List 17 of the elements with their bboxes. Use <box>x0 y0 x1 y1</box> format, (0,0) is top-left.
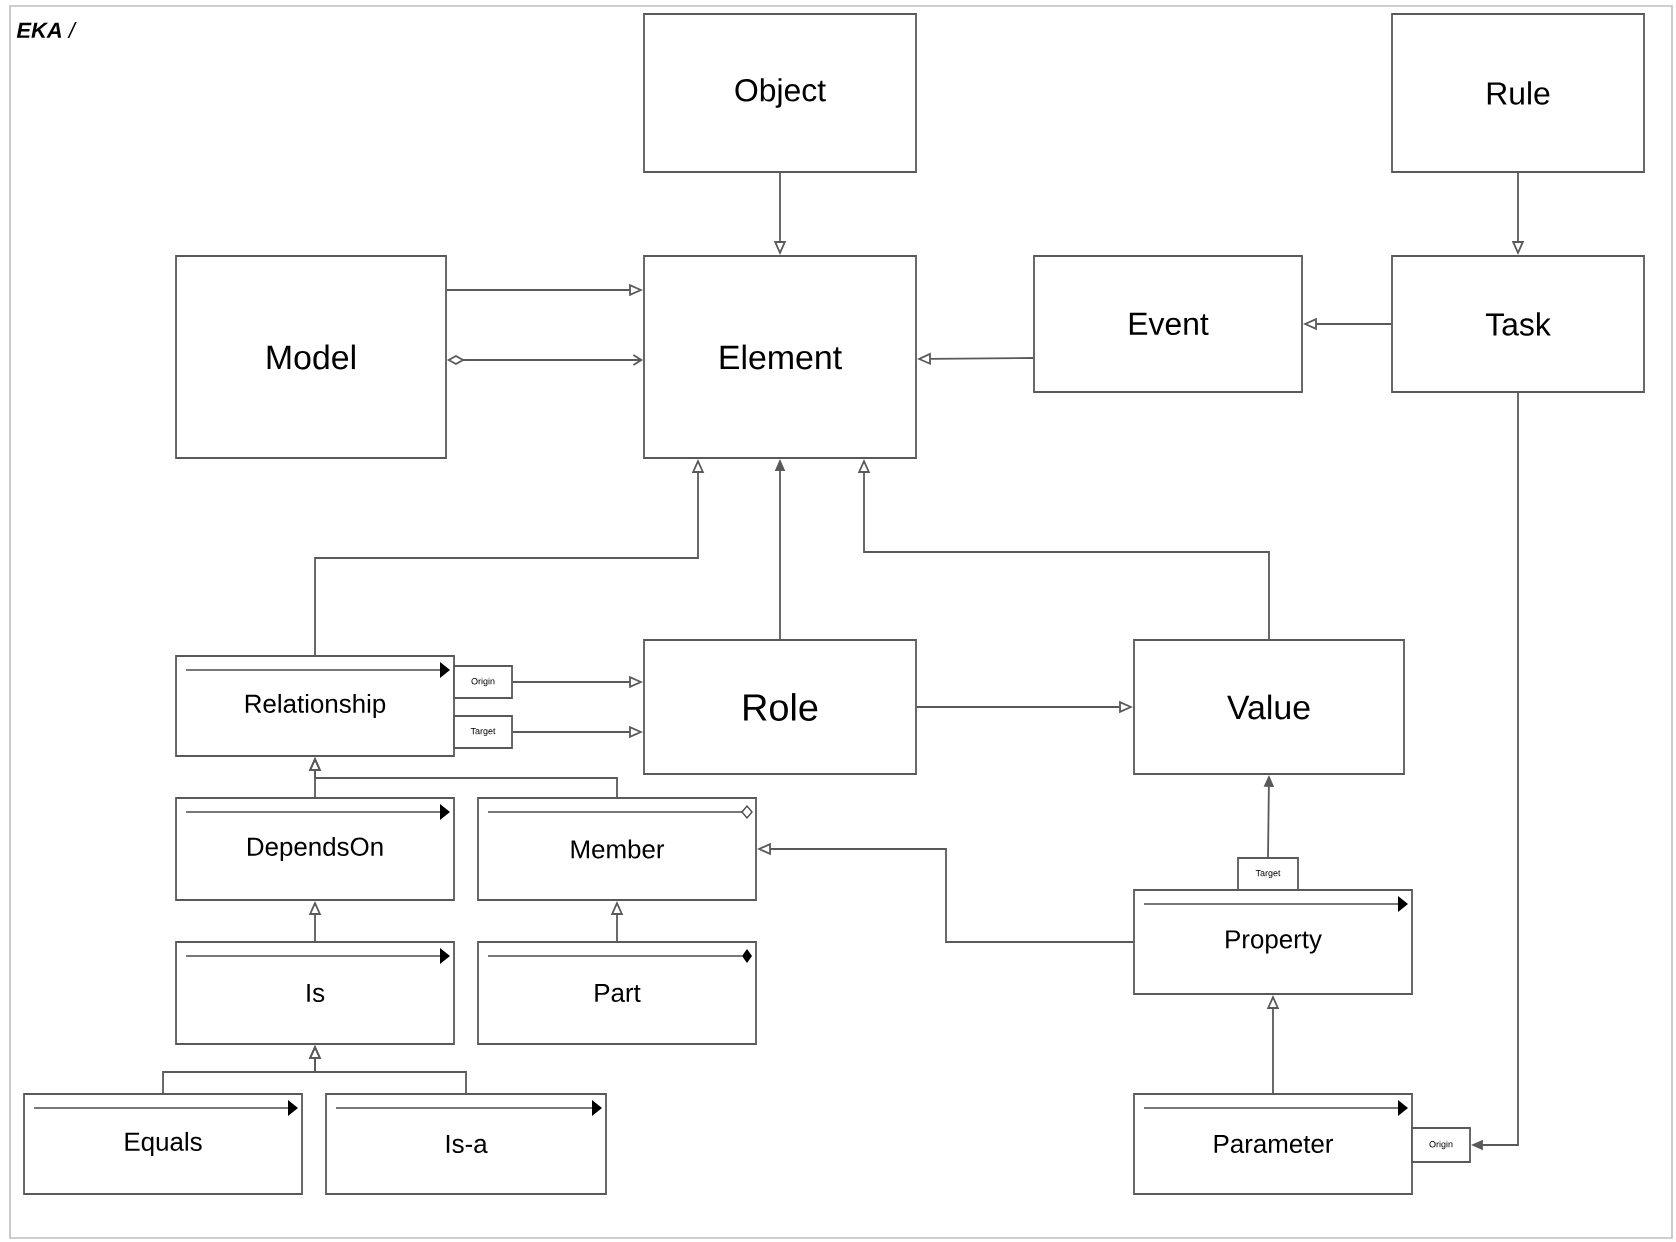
class-box: Event <box>1033 255 1303 393</box>
class-box: Is-a <box>325 1093 607 1195</box>
class-box: Relationship <box>175 655 455 757</box>
class-box: Is <box>175 941 455 1045</box>
class-box: Equals <box>23 1093 303 1195</box>
diagram-title: EKA / <box>16 21 77 39</box>
class-box: Task <box>1391 255 1645 393</box>
class-box: Parameter <box>1133 1093 1413 1195</box>
class-box: Value <box>1133 639 1405 775</box>
class-box: Rule <box>1391 13 1645 173</box>
class-box: Model <box>175 255 447 459</box>
class-box: Role <box>643 639 917 775</box>
class-box: Element <box>643 255 917 459</box>
class-box: Member <box>477 797 757 901</box>
class-box: Object <box>643 13 917 173</box>
class-box: DependsOn <box>175 797 455 901</box>
class-box: Part <box>477 941 757 1045</box>
